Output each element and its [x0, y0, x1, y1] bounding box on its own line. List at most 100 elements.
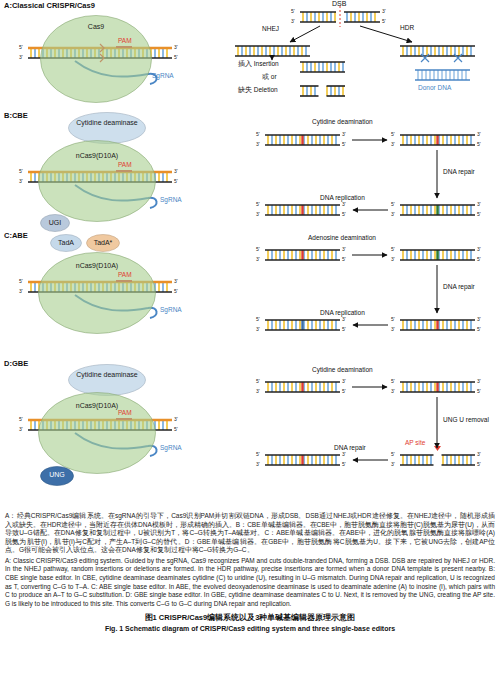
base-pair — [410, 135, 412, 145]
base-pair — [331, 320, 333, 330]
base-pair — [314, 62, 316, 72]
strand-end-label: 3' — [256, 212, 260, 218]
base-pair — [441, 70, 443, 80]
dna-strand — [344, 11, 380, 13]
dna-strand — [400, 45, 475, 47]
dna-strand — [265, 329, 340, 331]
annotation-label: 插入 Insertion — [238, 60, 279, 67]
base-pair — [410, 250, 412, 260]
dna-strand — [300, 21, 336, 23]
edited-base — [436, 320, 438, 330]
base-pair — [402, 382, 404, 392]
base-pair — [346, 12, 348, 22]
base-pair — [291, 382, 293, 392]
annotation-label: Cytidine deamination — [312, 118, 373, 125]
annotation-label: B:CBE — [4, 112, 28, 120]
base-pair — [466, 135, 468, 145]
strand-end-label: 3' — [477, 317, 481, 323]
base-pair — [318, 62, 320, 72]
caption-paragraph: A：经典CRISPR/Cas9编辑系统。在sgRNA的引导下，Cas9识别PAM… — [5, 512, 495, 555]
crossover-mark — [421, 54, 429, 62]
base-pair — [438, 250, 440, 260]
strand-end-label: 3' — [391, 327, 395, 333]
strand-end-label: 3' — [19, 179, 23, 185]
base-pair — [446, 135, 448, 145]
dna-ladder — [400, 455, 475, 465]
base-pair — [335, 455, 337, 465]
strand-end-label: 3' — [391, 257, 395, 263]
base-pair — [458, 382, 460, 392]
base-pair — [466, 382, 468, 392]
ncas9-protein: nCas9(D10A) — [38, 140, 156, 222]
ncas9-protein: nCas9(D10A) — [38, 392, 156, 474]
base-pair — [315, 135, 317, 145]
strand-end-label: 3' — [174, 169, 178, 175]
annotation-label: DNA repair — [443, 168, 475, 175]
base-pair — [287, 455, 289, 465]
base-pair — [297, 46, 299, 56]
dna-strand — [327, 95, 346, 97]
annotation-label: 缺失 Deletion — [238, 86, 278, 93]
base-pair — [327, 135, 329, 145]
edited-base — [301, 205, 303, 215]
dna-strand — [400, 134, 475, 136]
dna-strand — [265, 259, 340, 261]
dna-ladder — [235, 46, 310, 56]
protein-outline — [69, 113, 146, 144]
dna-ladder — [265, 455, 340, 465]
annotation-label: PAM — [118, 271, 132, 278]
strand-end-label: 3' — [19, 427, 23, 433]
strand-end-label: 3' — [391, 389, 395, 395]
base-pair — [450, 320, 452, 330]
base-pair — [374, 12, 376, 22]
base-pair — [434, 250, 436, 260]
base-pair — [414, 382, 416, 392]
base-pair — [303, 382, 305, 392]
base-pair — [331, 382, 333, 392]
base-pair — [311, 320, 313, 330]
annotation-label: Cytidine deamination — [312, 366, 373, 373]
strand-end-label: 5' — [391, 452, 395, 458]
base-pair — [466, 455, 468, 465]
annotation-label: NHEJ — [262, 25, 279, 32]
base-pair — [457, 70, 459, 80]
base-pair — [295, 455, 297, 465]
base-pair — [334, 86, 336, 96]
annotation-label: Donor DNA — [418, 84, 451, 91]
annotation-label: DSB — [332, 0, 346, 8]
dna-strand — [235, 55, 310, 57]
base-pair — [30, 48, 32, 58]
base-pair — [425, 70, 427, 80]
base-pair — [418, 382, 420, 392]
base-pair — [470, 382, 472, 392]
base-pair — [306, 86, 308, 96]
base-pair — [315, 250, 317, 260]
base-pair — [462, 205, 464, 215]
base-pair — [267, 382, 269, 392]
base-pair — [249, 46, 251, 56]
dna-ladder — [400, 320, 475, 330]
dna-strand — [265, 381, 340, 383]
strand-end-label: 3' — [19, 289, 23, 295]
base-pair — [306, 62, 308, 72]
strand-end-label: 3' — [477, 202, 481, 208]
strand-end-label: 5' — [391, 247, 395, 253]
base-pair — [418, 205, 420, 215]
base-pair — [402, 250, 404, 260]
base-pair — [331, 135, 333, 145]
base-pair — [418, 455, 420, 465]
base-pair — [158, 420, 160, 430]
dna-strand — [300, 61, 345, 63]
dna-ladder — [265, 382, 340, 392]
base-pair — [422, 46, 424, 56]
base-pair — [279, 135, 281, 145]
base-pair — [430, 205, 432, 215]
base-pair — [342, 62, 344, 72]
strand-end-label: 3' — [342, 452, 346, 458]
base-pair — [30, 282, 32, 292]
base-pair — [466, 46, 468, 56]
base-pair — [421, 70, 423, 80]
protein-outline — [69, 365, 146, 396]
base-pair — [327, 455, 329, 465]
